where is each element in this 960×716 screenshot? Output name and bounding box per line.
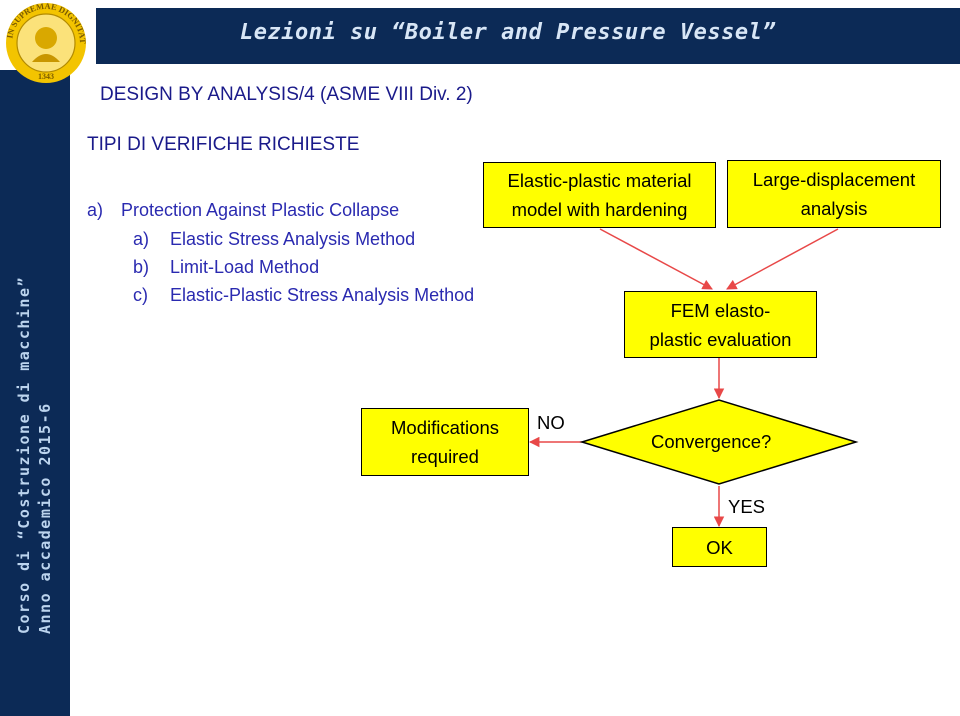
large-displacement-box: Large-displacement analysis [727, 160, 941, 228]
large-displacement-line2: analysis [800, 198, 868, 219]
yes-label: YES [728, 496, 766, 517]
sub-item-text: Elastic-Plastic Stress Analysis Method [170, 285, 475, 305]
header-strip [96, 8, 960, 64]
header-title: Lezioni su “Boiler and Pressure Vessel” [240, 20, 777, 45]
material-model-line1: Elastic-plastic material [507, 170, 692, 191]
sub-item-marker: b) [133, 257, 150, 277]
arrow-material-to-fem [599, 228, 713, 290]
item-a-marker: a) [87, 200, 104, 220]
svg-text:1343: 1343 [38, 72, 54, 81]
sub-item-text: Limit-Load Method [170, 257, 320, 277]
sub-item-text: Elastic Stress Analysis Method [170, 229, 416, 249]
fem-evaluation-box: FEM elasto- plastic evaluation [624, 291, 817, 358]
sub-item-marker: c) [133, 285, 148, 305]
convergence-decision-shape [579, 399, 859, 485]
header-bar: Lezioni su “Boiler and Pressure Vessel” [0, 0, 960, 70]
sidebar: Corso di “Costruzione di macchine” Anno … [0, 70, 70, 716]
ok-box: OK [672, 527, 767, 567]
item-a-text: Protection Against Plastic Collapse [121, 200, 400, 220]
modifications-box: Modifications required [361, 408, 529, 476]
large-displacement-line1: Large-displacement [752, 169, 916, 190]
arrow-displacement-to-fem [726, 228, 839, 290]
slide-subtitle: DESIGN BY ANALYSIS/4 (ASME VIII Div. 2) [100, 84, 473, 105]
sub-item-marker: a) [133, 229, 150, 249]
convergence-label: Convergence? [651, 431, 772, 452]
university-seal-icon: IN SUPREMAE DIGNITATIS 1343 [2, 0, 88, 83]
ok-label: OK [706, 536, 733, 558]
no-label: NO [537, 412, 565, 433]
section-heading: TIPI DI VERIFICHE RICHIESTE [87, 134, 360, 155]
material-model-box: Elastic-plastic material model with hard… [483, 162, 716, 228]
material-model-line2: model with hardening [511, 199, 688, 220]
fem-evaluation-line2: plastic evaluation [649, 328, 792, 350]
modifications-line2: required [411, 446, 479, 467]
modifications-line1: Modifications [391, 417, 499, 438]
fem-evaluation-line1: FEM elasto- [670, 299, 771, 321]
